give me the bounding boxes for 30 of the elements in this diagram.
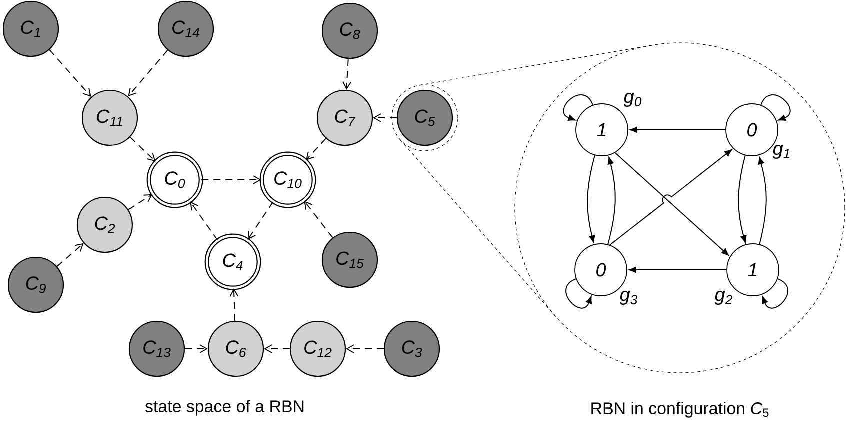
- arrow: [614, 152, 730, 256]
- arrow: [373, 114, 398, 122]
- self-loop-arrow: [760, 94, 791, 121]
- arrow: [128, 50, 168, 97]
- arrow: [248, 202, 274, 240]
- arrow: [230, 288, 239, 322]
- arrow: [190, 202, 218, 241]
- self-loop-arrow: [566, 278, 592, 309]
- arrow: [346, 344, 384, 354]
- arrow: [608, 157, 616, 245]
- arrow: [304, 200, 334, 238]
- self-loop-arrow: [762, 278, 788, 309]
- caption: state space of a RBN: [145, 400, 304, 416]
- arrow: [56, 243, 84, 268]
- arrow: [738, 155, 747, 244]
- arrow: [306, 138, 327, 160]
- self-loop-arrow: [563, 94, 594, 121]
- arrow: [342, 58, 352, 90]
- arrow: [264, 344, 290, 354]
- arrow: [49, 49, 92, 98]
- arrow: [628, 266, 728, 274]
- arrow: [758, 156, 767, 245]
- arrow: [128, 194, 153, 210]
- arrow: [201, 176, 262, 184]
- arrow: [184, 344, 208, 354]
- arrow: [630, 126, 726, 134]
- arrow: [587, 155, 596, 243]
- arrow: [130, 136, 156, 162]
- caption: RBN in configuration C$_{5}$: [592, 402, 769, 418]
- arrow: [610, 149, 732, 246]
